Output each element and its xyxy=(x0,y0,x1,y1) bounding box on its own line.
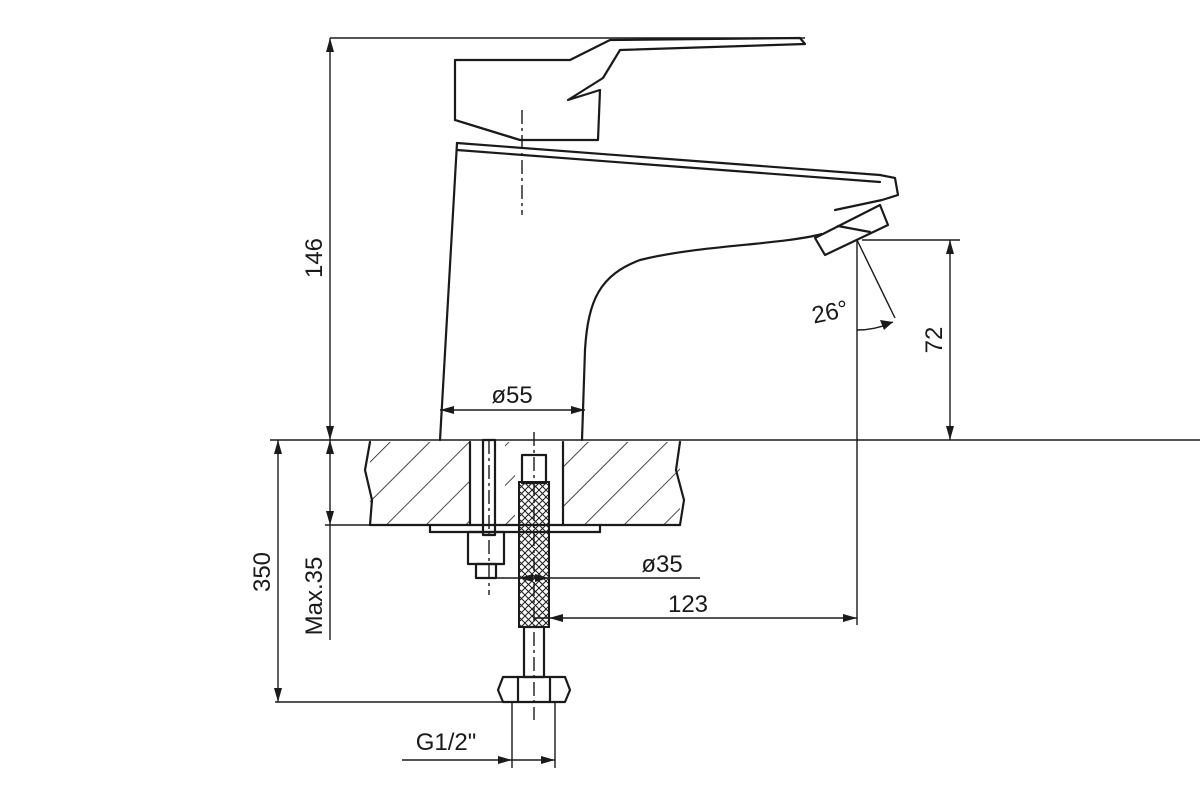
dimension-lines xyxy=(270,37,1200,768)
spout-angle-label: 26° xyxy=(810,296,851,330)
height-total-label: 146 xyxy=(301,238,328,278)
countertop-section xyxy=(363,440,686,534)
water-hose xyxy=(496,432,572,720)
faucet-body xyxy=(438,36,900,442)
spout-reach-label: 123 xyxy=(668,591,708,618)
fixing-stud xyxy=(466,438,506,595)
max-counter-thickness-label: Max.35 xyxy=(301,557,328,636)
spout-height-label: 72 xyxy=(921,327,948,354)
base-diameter-label: ø55 xyxy=(491,382,532,409)
hose-length-label: 350 xyxy=(249,552,276,592)
hole-diameter-label: ø35 xyxy=(641,551,682,578)
thread-label: G1/2" xyxy=(416,729,477,756)
